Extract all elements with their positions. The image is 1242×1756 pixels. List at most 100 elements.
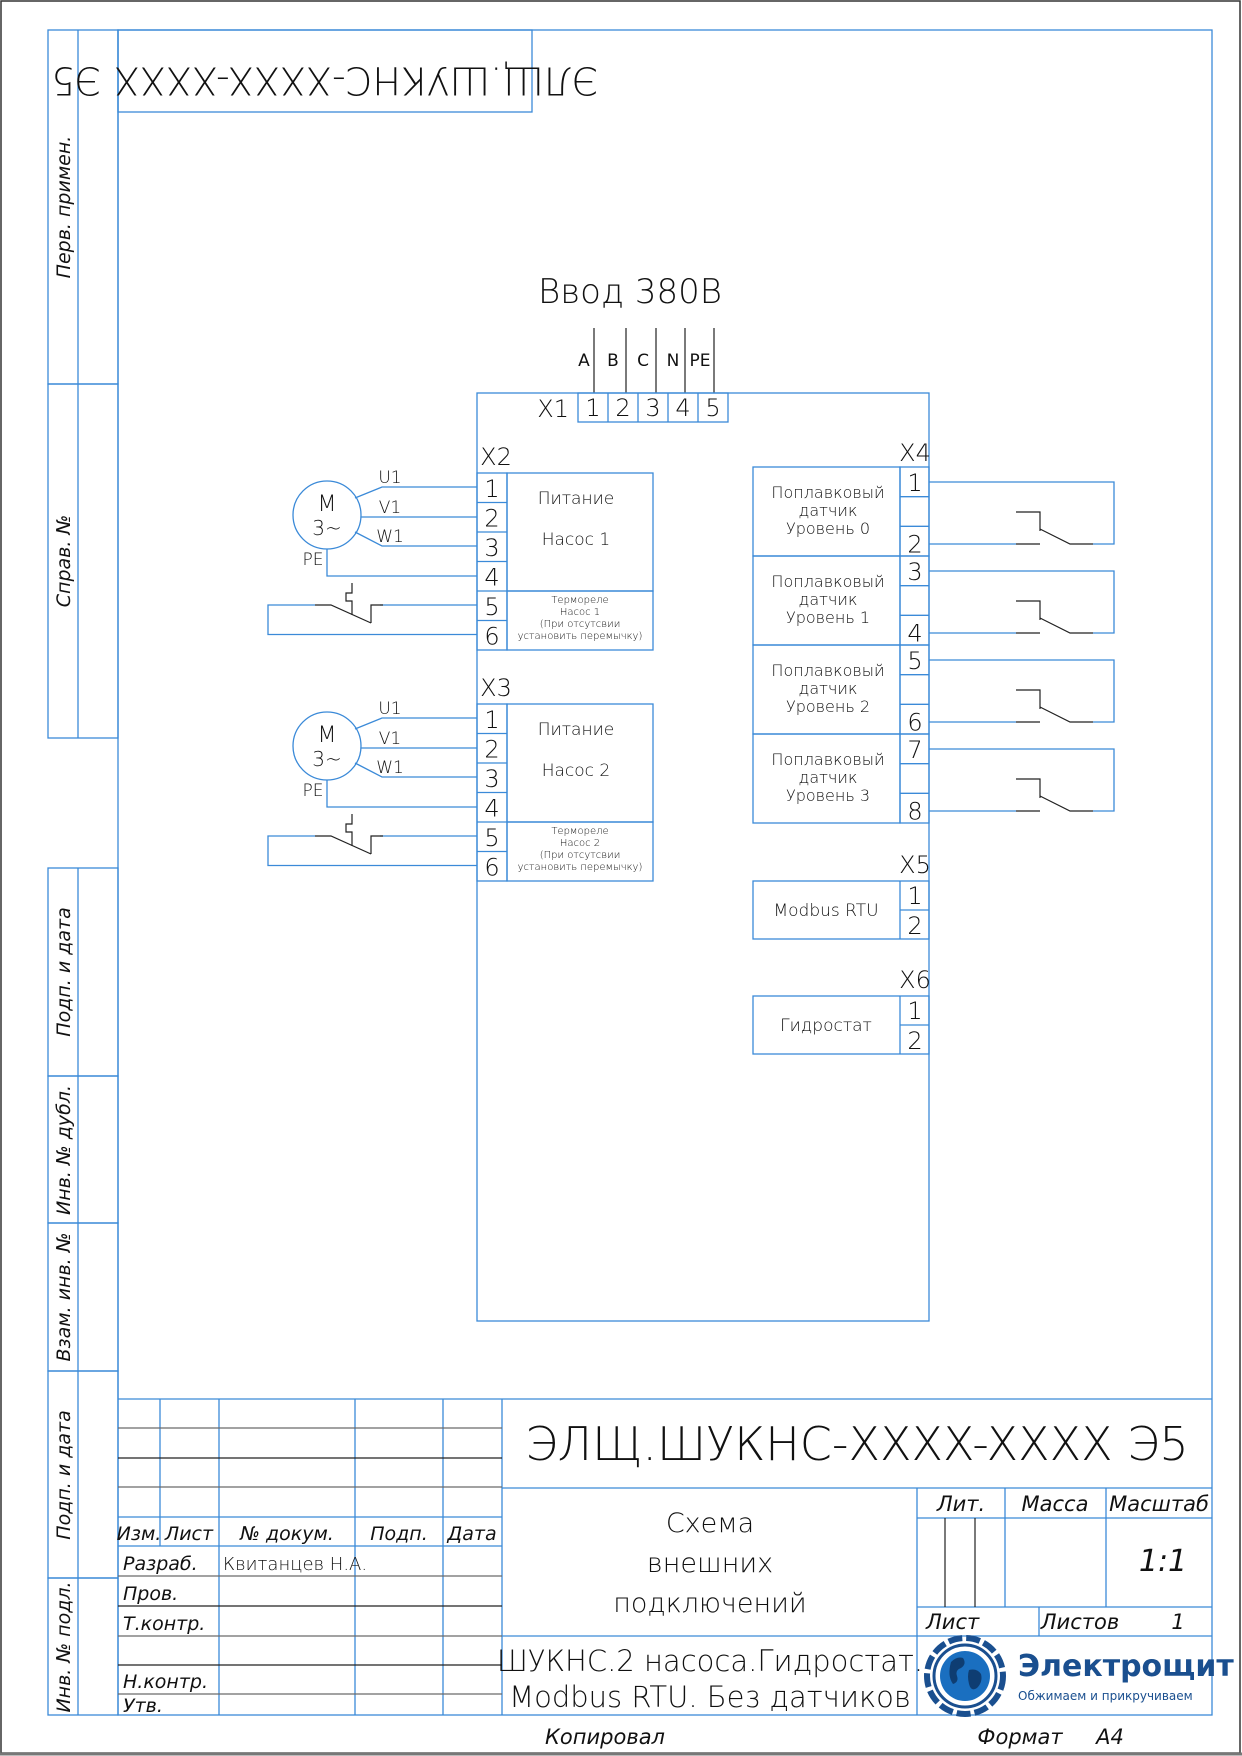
phase-label: C: [637, 351, 649, 371]
motor-label: 3~: [312, 747, 341, 771]
doc-title-line: Схема: [666, 1508, 754, 1539]
float-switch-icon: [1039, 617, 1093, 634]
company-slogan: Обжимаем и прикручиваем: [1018, 1689, 1193, 1703]
wire-label: W1: [376, 758, 404, 778]
motor-label: M: [318, 492, 337, 517]
phase-label: PE: [690, 351, 711, 371]
x6-terminal: 2: [907, 1027, 922, 1055]
connector-label: X2: [480, 443, 512, 471]
role-razrab: Разраб.: [123, 1553, 198, 1575]
relay-wire: [267, 604, 477, 636]
modbus-label: Modbus RTU: [773, 901, 878, 921]
x5-terminal: 2: [907, 912, 922, 940]
x1-terminal: 2: [615, 394, 630, 422]
terminal-number: 8: [907, 797, 922, 825]
terminal-number: 5: [907, 647, 922, 675]
power-label: Насос 1: [542, 530, 611, 550]
relay-contact-icon: [315, 835, 372, 855]
title-block-grid: [118, 1398, 1212, 1715]
terminal-number: 5: [484, 824, 499, 852]
side-label-podp-data-1: Подп. и дата: [53, 907, 75, 1036]
thermal-relay-label: установить перемычку): [518, 631, 643, 642]
phase-label: A: [578, 351, 590, 371]
company-name: Электрощит: [1018, 1649, 1234, 1684]
wire-label: V1: [379, 498, 401, 518]
col-header-doc-no: № докум.: [239, 1523, 334, 1545]
thermal-relay-label: Насос 1: [560, 607, 600, 618]
float-sensor-label: Уровень 0: [786, 519, 870, 538]
scale-label: Масштаб: [1109, 1492, 1209, 1516]
sheet-label: Лист: [925, 1610, 980, 1634]
side-label-podp-data-2: Подп. и дата: [53, 1410, 75, 1539]
hydrostat-label: Гидростат: [780, 1016, 872, 1036]
scale-value: 1:1: [1139, 1544, 1187, 1579]
terminal-number: 1: [484, 706, 499, 734]
terminal-number: 2: [484, 736, 499, 764]
float-switch-icon: [1016, 778, 1041, 798]
company-logo-icon: [924, 1635, 1006, 1717]
sheets-value: 1: [1171, 1610, 1184, 1634]
col-header-izm: Изм.: [117, 1523, 162, 1545]
side-label-sprav-no: Справ. №: [53, 515, 75, 607]
x1-terminal-block: [577, 392, 729, 423]
doc-title-line: внешних: [647, 1548, 773, 1579]
float-switch-icon: [1016, 511, 1041, 531]
col-header-list: Лист: [164, 1523, 214, 1545]
thermal-relay-label: установить перемычку): [518, 862, 643, 873]
col-header-signature: Подп.: [370, 1523, 428, 1545]
side-label-vzam-inv: Взам. инв. №: [53, 1232, 75, 1361]
product-name-line: ШУКНС.2 насоса.Гидростат.: [497, 1644, 923, 1678]
x6-terminal: 1: [907, 997, 922, 1025]
wire-u1: [354, 486, 477, 499]
connector-x5-label: X5: [899, 851, 931, 879]
header-stamp-box: [117, 29, 533, 113]
format-value: A4: [1094, 1725, 1124, 1749]
float-sensor-label: датчик: [799, 501, 858, 520]
float-sensor-label: Уровень 2: [786, 697, 870, 716]
float-wire: [929, 748, 1115, 812]
role-tkontr: Т.контр.: [123, 1613, 205, 1635]
float-wire: [929, 570, 1115, 634]
phase-label: N: [667, 351, 680, 371]
header-stamp: ЭЛЩ.ШУКНС-XXXX-XXXX Э5: [51, 59, 599, 103]
float-sensor-label: Поплавковый: [771, 661, 884, 680]
terminal-number: 5: [484, 593, 499, 621]
power-label: Питание: [538, 720, 615, 740]
wire-w1: [354, 531, 477, 547]
terminal-number: 2: [484, 505, 499, 533]
terminal-number: 6: [907, 708, 922, 736]
sheets-label: Листов: [1040, 1610, 1119, 1634]
thermal-relay-label: (При отсутсвии: [540, 850, 621, 861]
float-switch-icon: [1039, 706, 1093, 723]
float-sensor-label: датчик: [799, 768, 858, 787]
side-label-inv-podl: Инв. № подл.: [53, 1581, 75, 1712]
motor-label: M: [318, 723, 337, 748]
connector-x1-label: X1: [537, 395, 569, 423]
terminal-number: 4: [907, 619, 922, 647]
thermal-relay-label: Насос 2: [560, 838, 600, 849]
thermal-element-icon: [345, 814, 353, 846]
terminal-number: 7: [907, 736, 922, 764]
hydrostat-block: [752, 995, 930, 1055]
terminal-number: 3: [484, 765, 499, 793]
float-switch-icon: [1016, 600, 1041, 620]
relay-wire: [267, 835, 477, 867]
terminal-number: 4: [484, 564, 499, 592]
terminal-column: [899, 733, 930, 824]
developer-name: Квитанцев Н.А.: [223, 1554, 367, 1575]
float-sensor-label: датчик: [799, 590, 858, 609]
relay-contact-icon: [370, 604, 383, 623]
motor-label: 3~: [312, 516, 341, 540]
terminal-number: 4: [484, 795, 499, 823]
input-wires: [593, 328, 715, 393]
float-switch-icon: [1016, 689, 1041, 709]
terminal-number: 6: [484, 623, 499, 651]
thermal-relay-box: [506, 590, 654, 651]
role-prov: Пров.: [123, 1583, 178, 1605]
product-name-line: Modbus RTU. Без датчиков: [509, 1680, 911, 1714]
float-sensor-label: Поплавковый: [771, 572, 884, 591]
